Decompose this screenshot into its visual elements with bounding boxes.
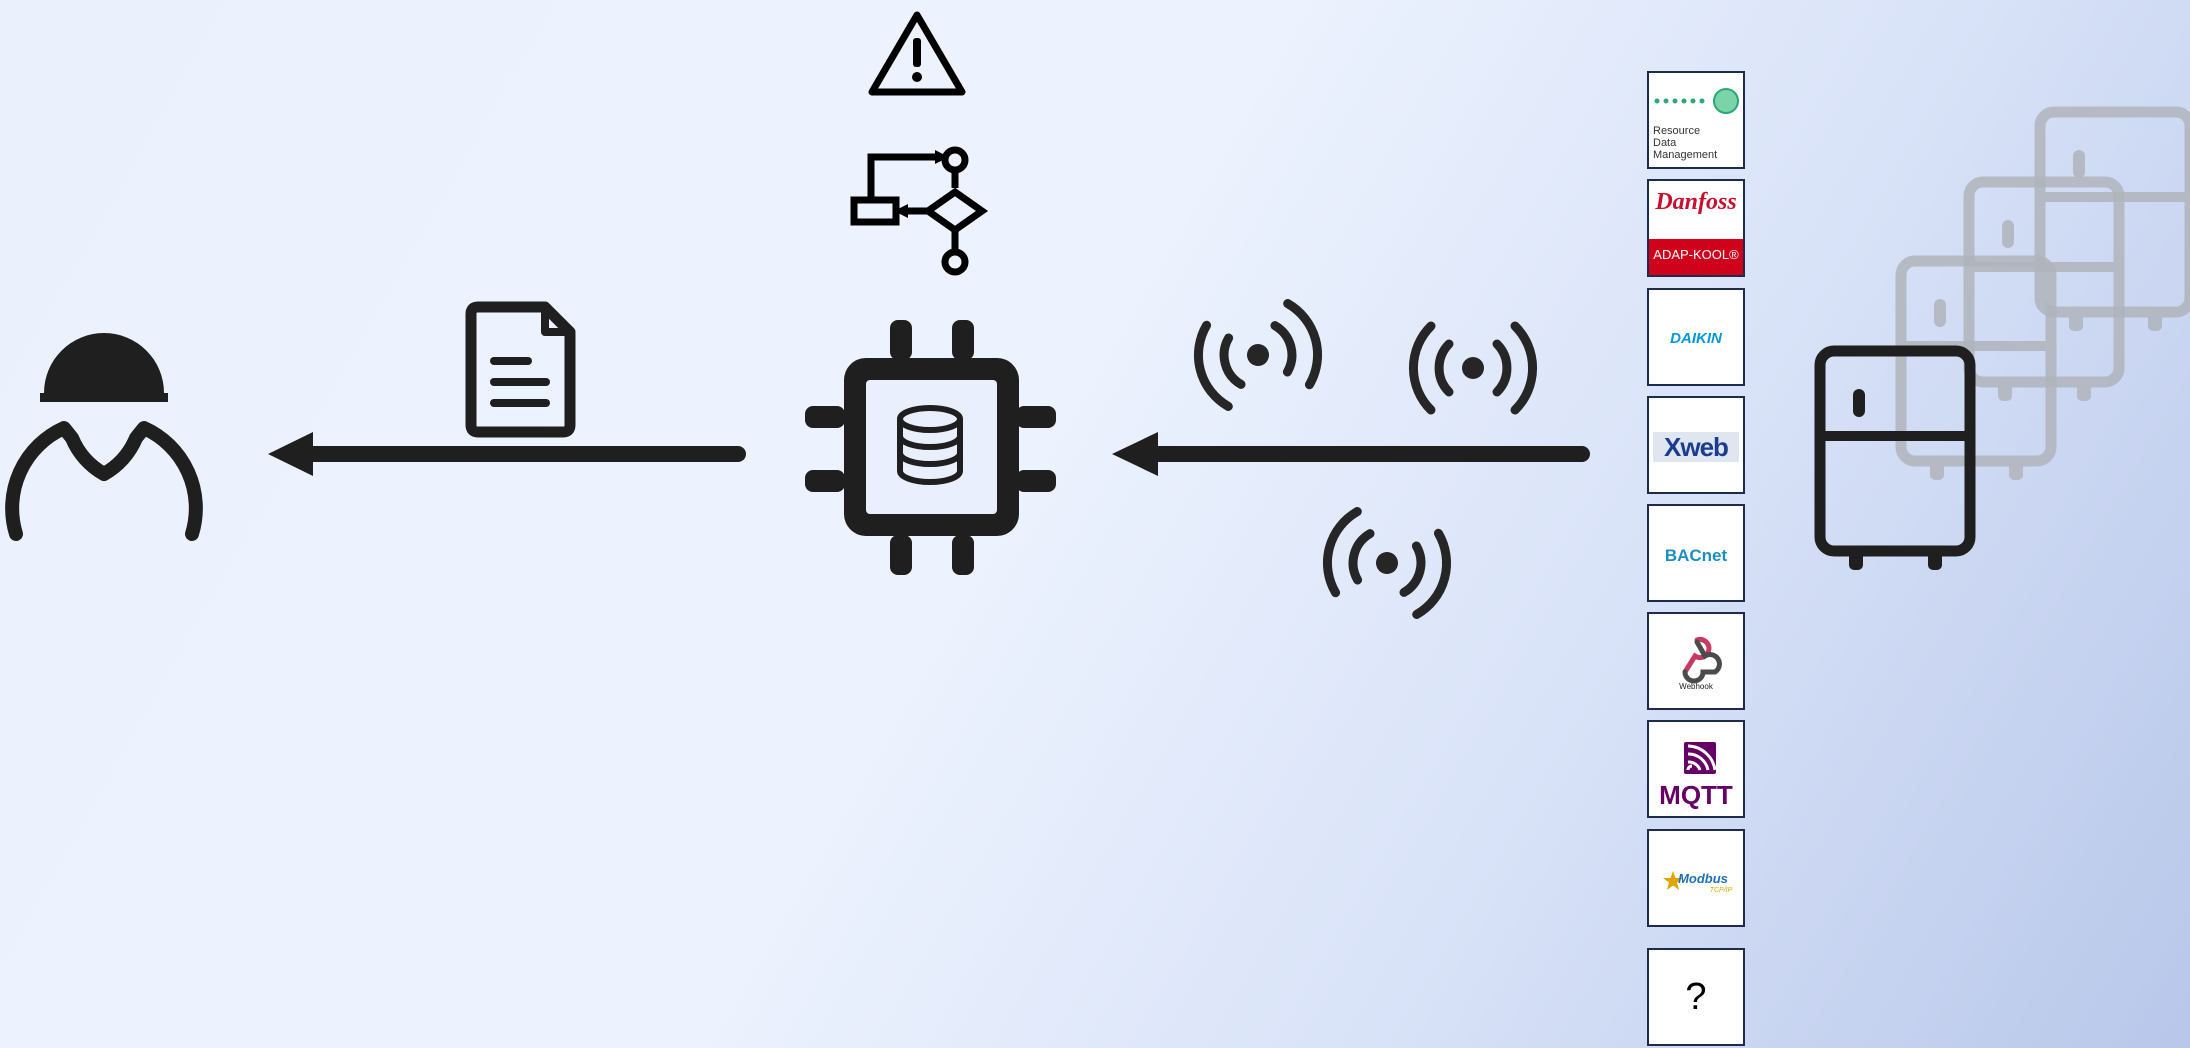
wireless-signal-icon (1319, 507, 1456, 619)
document-icon (465, 301, 576, 438)
refrigerator-ghost-icon (1901, 261, 2051, 480)
warning-icon (868, 11, 966, 96)
worker-hardhat-icon (5, 333, 203, 541)
webhook-icon (1682, 637, 1722, 684)
daikin-text: DAIKIN (1670, 330, 1722, 347)
mqtt-signal-icon (1684, 742, 1717, 774)
arrow-to-worker (268, 432, 746, 476)
logo-webhook: Webhook (1647, 612, 1745, 710)
webhook-text: Webhook (1679, 682, 1713, 691)
xweb-text: Xweb (1664, 432, 1729, 462)
wireless-signal-icon (1190, 299, 1327, 411)
rdm-dots-icon (1654, 88, 1739, 114)
modbus-text: Modbus (1678, 871, 1728, 886)
logo-mqtt: MQTT (1647, 720, 1745, 818)
logo-unknown: ? (1647, 948, 1745, 1046)
logo-bacnet: BACnet (1647, 504, 1745, 602)
bacnet-text: BACnet (1664, 546, 1728, 565)
rdm-line-2: Data Management (1653, 137, 1718, 161)
logo-danfoss-adap-kool: Danfoss ADAP-KOOL® (1647, 179, 1745, 277)
logo-modbus: Modbus TCP/IP (1647, 829, 1745, 927)
wireless-signal-icon (1413, 326, 1532, 410)
logo-daikin: DAIKIN (1647, 288, 1745, 386)
mqtt-text: MQTT (1659, 780, 1733, 810)
workflow-icon (850, 146, 989, 276)
logo-resource-data-management: Resource Data Management (1647, 71, 1745, 169)
chip-database-icon (805, 320, 1056, 575)
danfoss-product: ADAP-KOOL® (1653, 247, 1739, 262)
modbus-sub-text: TCP/IP (1709, 887, 1733, 894)
unknown-text: ? (1685, 976, 1707, 1018)
rdm-line-1: Resource (1653, 125, 1701, 137)
danfoss-brand: Danfoss (1655, 189, 1737, 215)
arrow-to-chip (1112, 432, 1590, 476)
logo-xweb: Xweb (1647, 396, 1745, 494)
modbus-star-icon (1663, 871, 1683, 890)
